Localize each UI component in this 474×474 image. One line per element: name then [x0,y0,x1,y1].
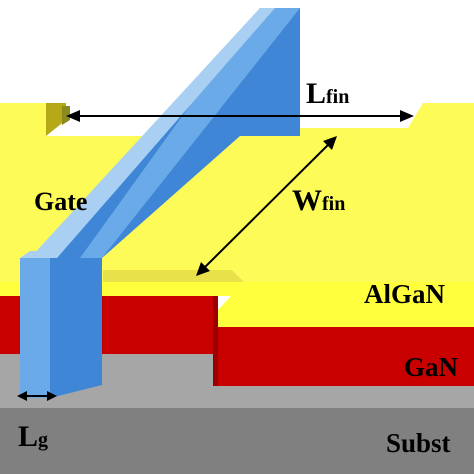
gate-trench-shade [103,270,244,282]
algan-layer-right [218,282,474,327]
gate-stripe-slant-top [30,8,275,258]
gate-step-edge [62,106,70,125]
l-fin-label-sub: fin [326,86,349,108]
l-fin-arrowhead-right [400,110,414,122]
lg-arrowhead-left [17,391,27,401]
fin-sidewall [213,296,218,386]
w-fin-label: Wfin [292,184,345,217]
lg-label-sub: g [38,429,48,451]
w-fin-arrow [199,138,335,273]
l-fin-arrowhead-left [66,110,80,122]
gate-label: Gate [34,187,87,216]
lg-label-main: L [18,420,38,453]
gate-stripe-slant-highlight [80,8,300,258]
lg-label: Lg [18,420,48,453]
l-fin-label: Lfin [306,77,349,110]
algan-label: AlGaN [364,279,446,309]
w-fin-arrowhead-top [323,136,337,150]
substrate-label: Subst [386,428,451,458]
gan-label: GaN [404,352,459,382]
w-fin-label-main: W [292,184,322,217]
l-fin-label-main: L [306,77,326,110]
lg-arrowhead-right [47,391,57,401]
gate-stripe-vertical-side [50,258,102,398]
w-fin-label-sub: fin [322,193,345,215]
w-fin-arrowhead-bottom [196,262,210,276]
gate-stripe-vertical-cap [20,251,57,258]
gate-step-shade [46,103,66,136]
gate-stripe-vertical-front [20,258,50,398]
gan-layer-right [218,327,474,386]
substrate-layer [0,408,474,474]
